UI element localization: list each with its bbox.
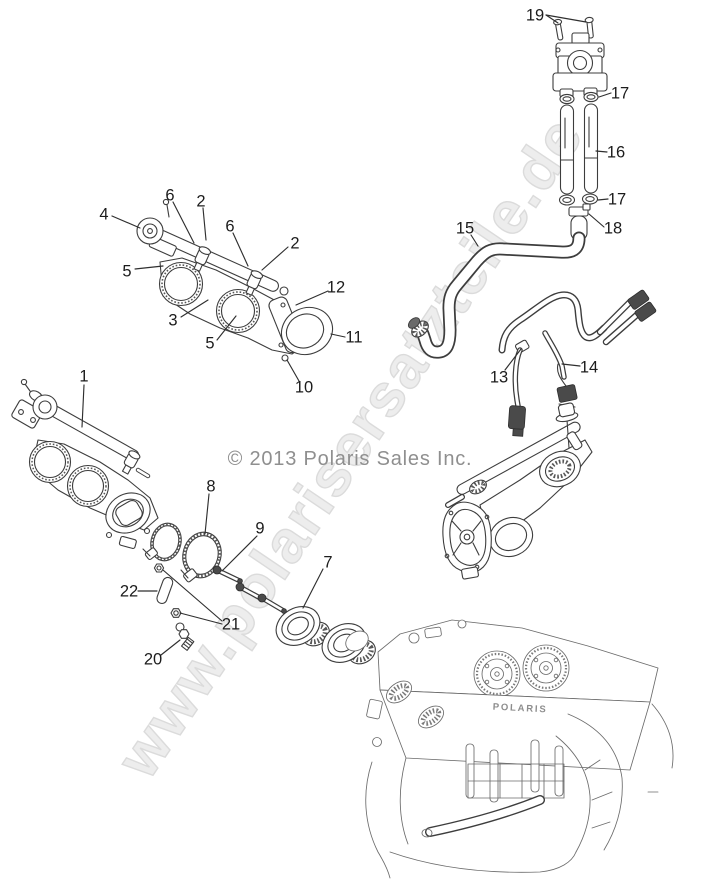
callout-17: 17 xyxy=(608,191,626,209)
leader-line-20 xyxy=(160,639,181,656)
callout-19: 19 xyxy=(526,7,544,25)
cam-gear-left xyxy=(473,650,521,698)
callout-11: 11 xyxy=(345,329,362,347)
leader-line-6 xyxy=(232,232,249,267)
leader-line-13 xyxy=(504,348,522,371)
callout-21: 21 xyxy=(222,616,240,634)
callout-7: 7 xyxy=(323,554,332,572)
leader-line-1 xyxy=(81,384,85,428)
callout-20: 20 xyxy=(144,651,162,669)
callout-17: 17 xyxy=(611,85,629,103)
leader-line-18 xyxy=(588,213,605,228)
callout-5: 5 xyxy=(205,335,214,353)
engine-logo: POLARIS xyxy=(492,702,547,716)
callout-2: 2 xyxy=(290,235,299,253)
callout-18: 18 xyxy=(604,220,622,238)
sensor xyxy=(175,622,195,651)
leader-line-19 xyxy=(545,14,559,24)
callout-leaders xyxy=(81,14,612,656)
callout-15: 15 xyxy=(456,220,474,238)
cam-gear-right xyxy=(522,644,570,692)
leader-line-21 xyxy=(179,612,223,625)
callout-9: 9 xyxy=(255,520,264,538)
fuel-injector xyxy=(193,246,212,272)
leader-line-5 xyxy=(134,265,164,270)
connector xyxy=(627,289,650,310)
leader-line-8 xyxy=(204,493,210,535)
connector xyxy=(634,301,657,322)
small-hardware xyxy=(153,563,287,651)
hose-clamps xyxy=(142,522,222,583)
callout-6: 6 xyxy=(165,187,174,205)
nut xyxy=(153,563,165,573)
leader-line-9 xyxy=(221,535,258,572)
throttle-body-assembly xyxy=(11,378,159,550)
leader-line-17 xyxy=(597,198,609,201)
leader-line-3 xyxy=(180,299,209,318)
callout-12: 12 xyxy=(327,279,345,297)
intake-adapters xyxy=(275,606,376,665)
callout-16: 16 xyxy=(607,144,625,162)
callout-1: 1 xyxy=(79,368,88,386)
leader-line-16 xyxy=(595,150,608,153)
fuel-pressure-regulator-assembly xyxy=(552,16,608,241)
leader-line-2 xyxy=(261,246,289,271)
leader-line-4 xyxy=(111,215,141,229)
engine-assembly: POLARIS xyxy=(365,619,674,879)
leader-line-21 xyxy=(162,569,223,622)
fuel-injector xyxy=(245,270,264,296)
callout-8: 8 xyxy=(206,478,215,496)
fuel-hose xyxy=(407,231,586,359)
copyright-text: © 2013 Polaris Sales Inc. xyxy=(228,448,473,470)
leader-line-17 xyxy=(598,92,612,98)
connector xyxy=(556,384,578,403)
wiring-harness xyxy=(498,289,657,437)
leader-line-5 xyxy=(216,315,237,341)
callout-14: 14 xyxy=(580,359,598,377)
callout-2: 2 xyxy=(196,193,205,211)
callout-5: 5 xyxy=(122,263,131,281)
studs xyxy=(212,565,287,614)
callout-13: 13 xyxy=(490,369,508,387)
leader-line-11 xyxy=(330,333,346,338)
leader-line-14 xyxy=(561,363,581,367)
tube xyxy=(156,576,174,605)
leader-line-15 xyxy=(470,234,479,247)
leader-line-7 xyxy=(302,568,324,609)
callout-3: 3 xyxy=(168,312,177,330)
throttle-body-installed xyxy=(442,402,593,580)
leader-line-2 xyxy=(202,207,207,241)
leader-line-19 xyxy=(545,14,587,23)
callout-4: 4 xyxy=(99,206,108,224)
connector xyxy=(507,405,526,430)
throttle-body-fuel-rail xyxy=(136,198,334,362)
leader-line-10 xyxy=(286,359,300,382)
callout-22: 22 xyxy=(120,583,138,601)
callout-6: 6 xyxy=(225,218,234,236)
leader-line-12 xyxy=(295,290,329,306)
leader-line-6 xyxy=(172,201,195,244)
nut xyxy=(170,608,182,618)
screw xyxy=(553,18,564,41)
callout-10: 10 xyxy=(295,379,313,397)
